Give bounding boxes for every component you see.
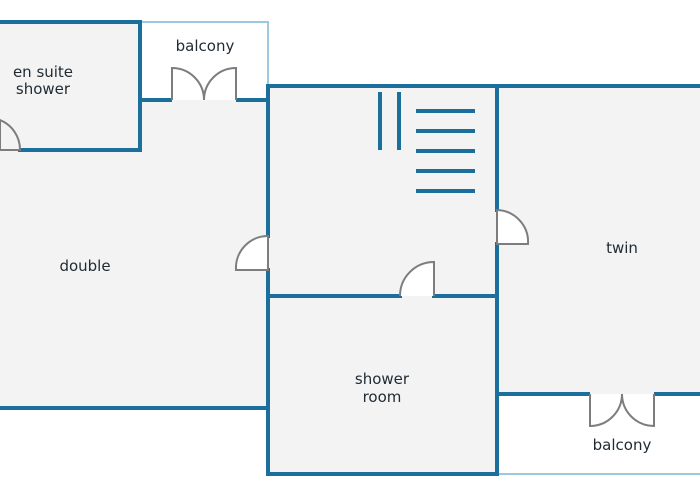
en-suite-label-line2: shower	[16, 80, 71, 98]
en-suite-door	[0, 118, 22, 151]
shower-room-label-line2: room	[363, 388, 402, 406]
en-suite-label-line1: en suite	[13, 63, 73, 81]
doors	[0, 66, 655, 428]
balcony-top-door-right	[203, 66, 237, 101]
twin-room-door	[496, 208, 530, 245]
floors	[0, 22, 700, 474]
shower-room-door	[399, 260, 435, 297]
double-room-floor	[0, 100, 268, 408]
balcony-bottom-door-right	[621, 393, 655, 428]
twin-room-floor	[497, 86, 700, 394]
balcony-top-door-left	[171, 66, 205, 101]
room-labels: en suite shower balcony double twin show…	[13, 37, 652, 454]
balcony-top-label: balcony	[176, 37, 235, 55]
balcony-bottom-label: balcony	[593, 436, 652, 454]
double-room-label: double	[59, 257, 110, 275]
twin-room-label: twin	[606, 239, 638, 257]
shower-room-label-line1: shower	[355, 370, 410, 388]
balconies	[140, 21, 700, 475]
shower-room-floor	[268, 296, 497, 474]
balcony-top-outline	[140, 21, 269, 86]
double-room-door	[234, 234, 269, 271]
walls	[0, 20, 700, 476]
balcony-bottom-door-left	[589, 393, 623, 428]
staircase	[378, 92, 475, 193]
